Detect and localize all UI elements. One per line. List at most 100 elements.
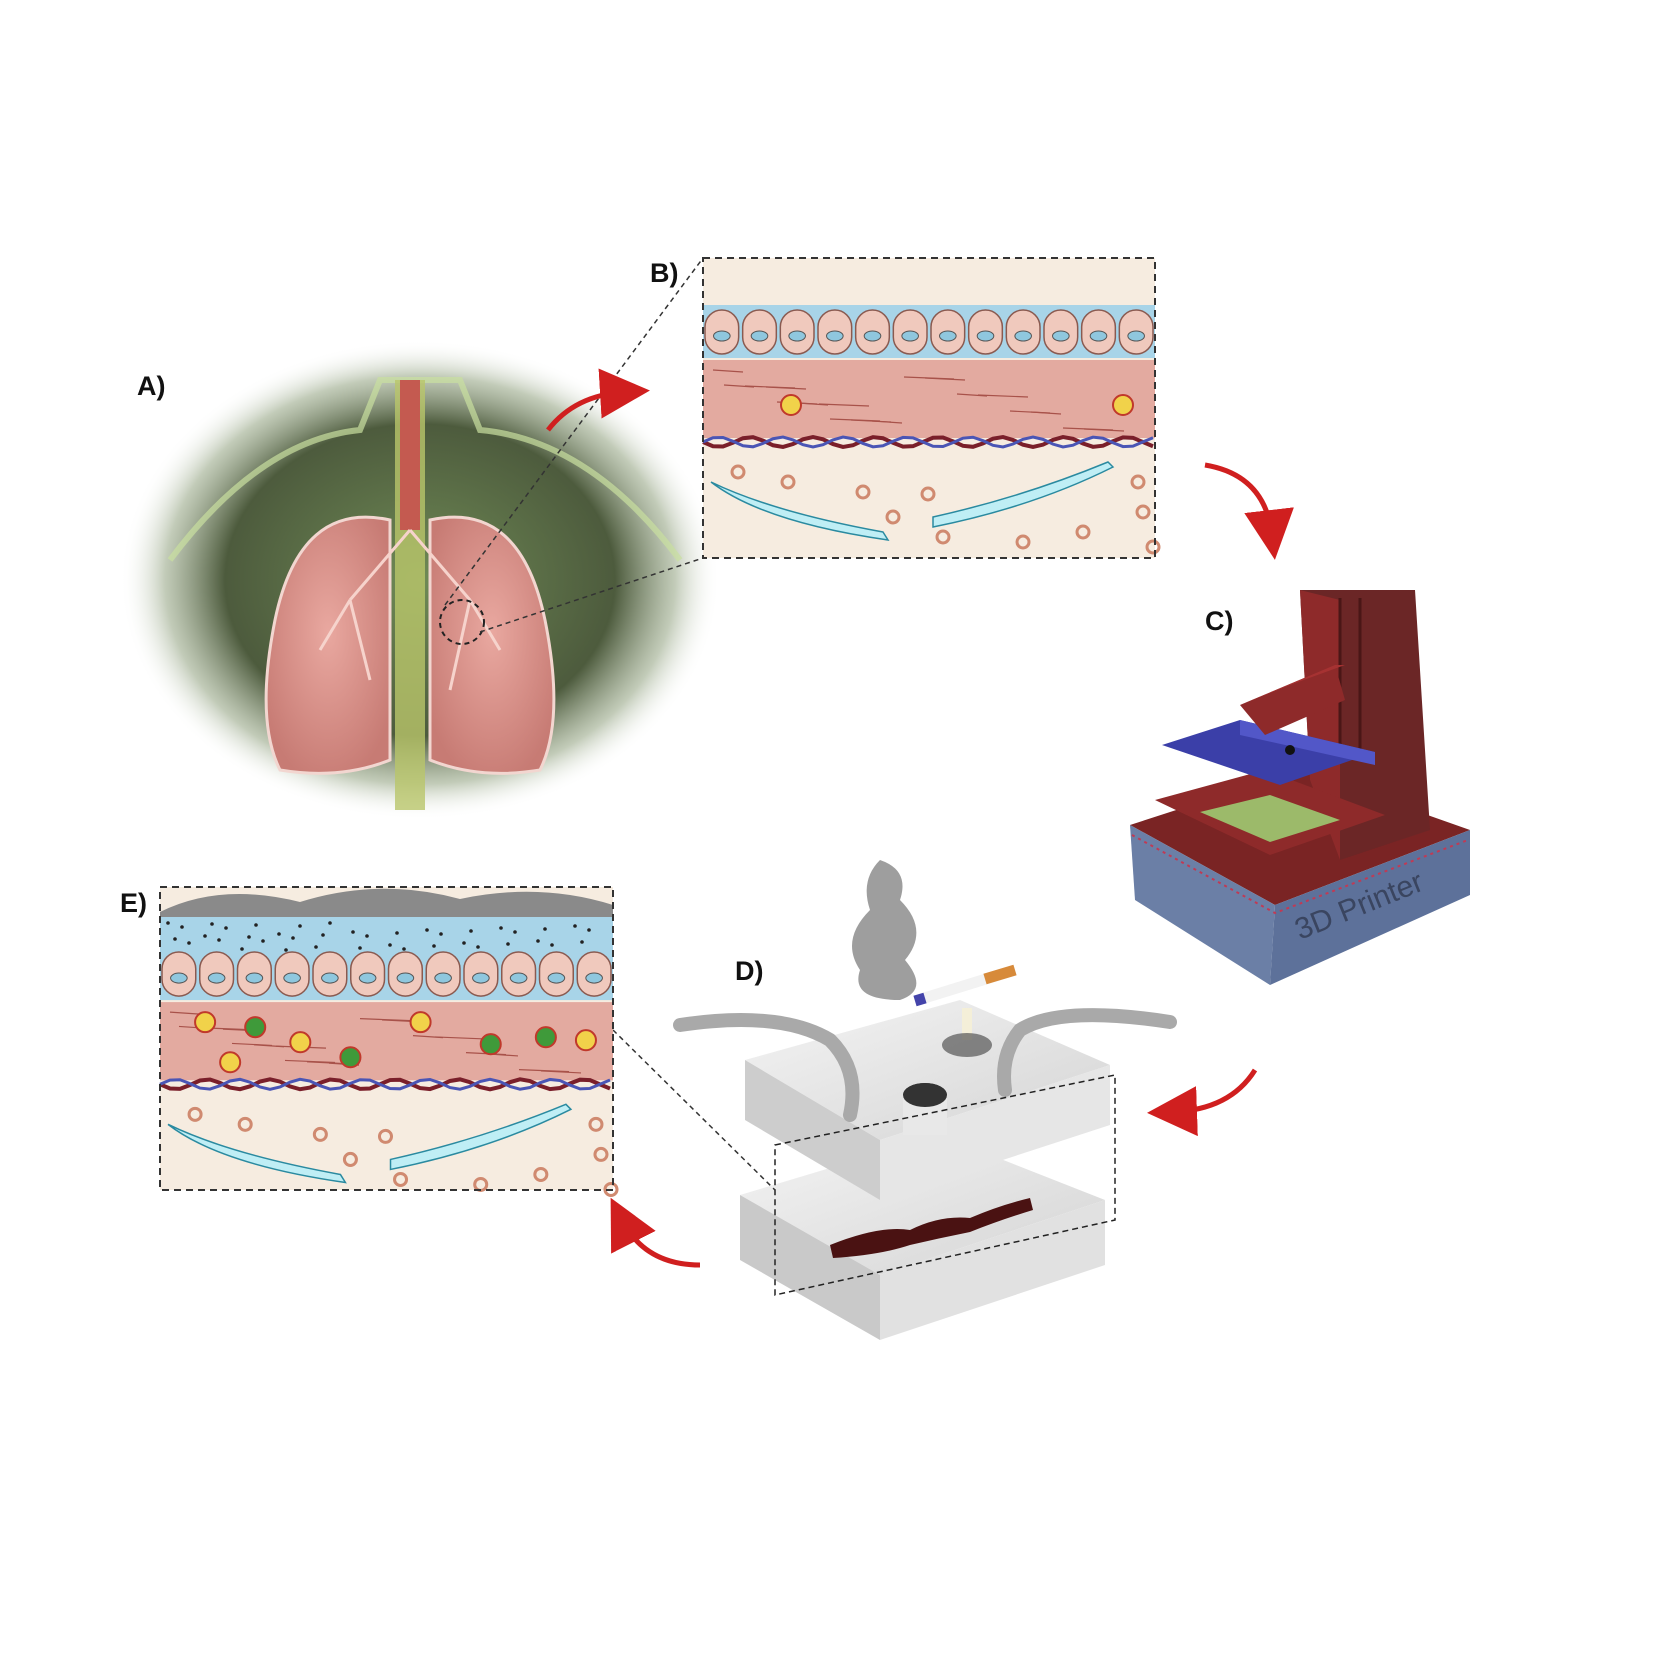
cell-nucleus [750, 330, 769, 342]
smoke-particle [277, 932, 281, 936]
panel-a-human-thorax: A) [120, 340, 720, 820]
immune-cell [574, 1029, 597, 1052]
cell-nucleus [509, 972, 528, 984]
inflammatory-cell [534, 1026, 557, 1049]
smoke-particle [240, 947, 244, 951]
smoke-particle [506, 942, 510, 946]
zoom-line [444, 257, 704, 606]
epithelial-mucus-layer [160, 917, 613, 1001]
printer-base-left [1130, 825, 1275, 985]
smoke-particle [432, 944, 436, 948]
resin-tray [1162, 720, 1375, 785]
endothelial-cell [1075, 524, 1091, 540]
immune-cell [409, 1011, 432, 1034]
upper-slab-front [745, 1060, 880, 1200]
printer-base-right [1270, 830, 1470, 985]
smoke-particle [328, 921, 332, 925]
smoke-particle [439, 932, 443, 936]
basement-membrane-strand [159, 1077, 611, 1091]
collagen-fiber [434, 1036, 486, 1040]
smoke-particle [388, 943, 392, 947]
smoke-particle [402, 947, 406, 951]
endothelial-cell [935, 529, 951, 545]
arrow-d-to-e [610, 1197, 701, 1268]
smoke-layer [160, 888, 613, 919]
smoke-particle [469, 929, 473, 933]
zoom-line [612, 1029, 776, 1191]
left-lung [264, 515, 392, 775]
cell-nucleus [434, 972, 452, 984]
smoke-particle [187, 941, 191, 945]
smoke-particle [180, 925, 184, 929]
endothelial-cell [533, 1166, 549, 1182]
smoke-particle [173, 937, 177, 941]
smoke-plume [852, 860, 917, 1000]
capillary-vessel [389, 1103, 573, 1171]
smoke-particle [425, 928, 429, 932]
panel-b-label: B) [650, 258, 679, 288]
cell-nucleus [713, 330, 731, 342]
collagen-fiber [412, 1034, 444, 1039]
cell-nucleus [358, 972, 377, 984]
endothelial-cell [885, 509, 901, 525]
microchannel [830, 1198, 1033, 1258]
cell-nucleus [901, 330, 919, 342]
cell-nucleus [976, 330, 995, 342]
cell-nucleus [472, 972, 490, 984]
endothelial-cell [1130, 474, 1146, 490]
smoke-particle [462, 941, 466, 945]
cell-nucleus [826, 330, 844, 342]
smoke-particle [261, 939, 265, 943]
collagen-fiber [723, 384, 755, 388]
smoke-particle [536, 939, 540, 943]
smoke-particle [351, 930, 355, 934]
endothelial-cell [312, 1126, 328, 1142]
cell-nucleus [863, 330, 882, 342]
cell-nucleus [245, 972, 264, 984]
ash-pile [942, 1033, 992, 1057]
smoke-particle [476, 945, 480, 949]
inlet-port-top [903, 1083, 947, 1107]
endothelial-cell [1135, 504, 1151, 520]
cell-nucleus [1089, 330, 1108, 342]
bronchi [318, 529, 502, 691]
trachea [400, 380, 420, 530]
upper-slab-right [880, 1065, 1110, 1200]
build-plate [1200, 795, 1340, 842]
smoke-particle [358, 946, 362, 950]
resin-tray-side [1240, 720, 1375, 765]
immune-cell [289, 1031, 312, 1054]
endothelial-cell [393, 1171, 409, 1187]
endothelial-cell [920, 486, 936, 502]
collagen-fiber [977, 394, 1029, 398]
epithelial-mucus-layer [703, 305, 1155, 358]
cell-nucleus [207, 972, 226, 984]
basement-membrane-strand [702, 434, 1154, 450]
capillary-vessel [932, 461, 1115, 528]
smoke-particle [513, 930, 517, 934]
arrow-c-to-d [1147, 1068, 1258, 1137]
basement-membrane-strand [702, 435, 1154, 449]
basement-membrane-strand [159, 1077, 611, 1092]
chip-zoom-region [774, 1074, 1116, 1296]
endothelial-cell [1145, 539, 1161, 555]
smoke-particle [543, 927, 547, 931]
endothelial-cell [1015, 534, 1031, 550]
smoke-particle [499, 926, 503, 930]
tube-right [997, 1008, 1177, 1097]
smoke-particle [203, 934, 207, 938]
tube-left [673, 1013, 860, 1122]
collagen-fiber [818, 403, 870, 407]
collagen-fiber [1009, 410, 1051, 414]
panel-d-lung-on-chip-device: D) [673, 860, 1177, 1340]
endothelial-cell [780, 474, 796, 490]
printer-tower-side [1300, 590, 1340, 860]
endothelial-cell [377, 1128, 394, 1144]
cell-nucleus [321, 972, 339, 984]
panel-a-label: A) [137, 371, 166, 401]
capillary-vessel [167, 1123, 347, 1184]
collagen-fiber [231, 1042, 273, 1047]
cell-nucleus [788, 330, 806, 342]
cell-nucleus [1052, 330, 1070, 342]
collagen-fiber [829, 418, 881, 422]
